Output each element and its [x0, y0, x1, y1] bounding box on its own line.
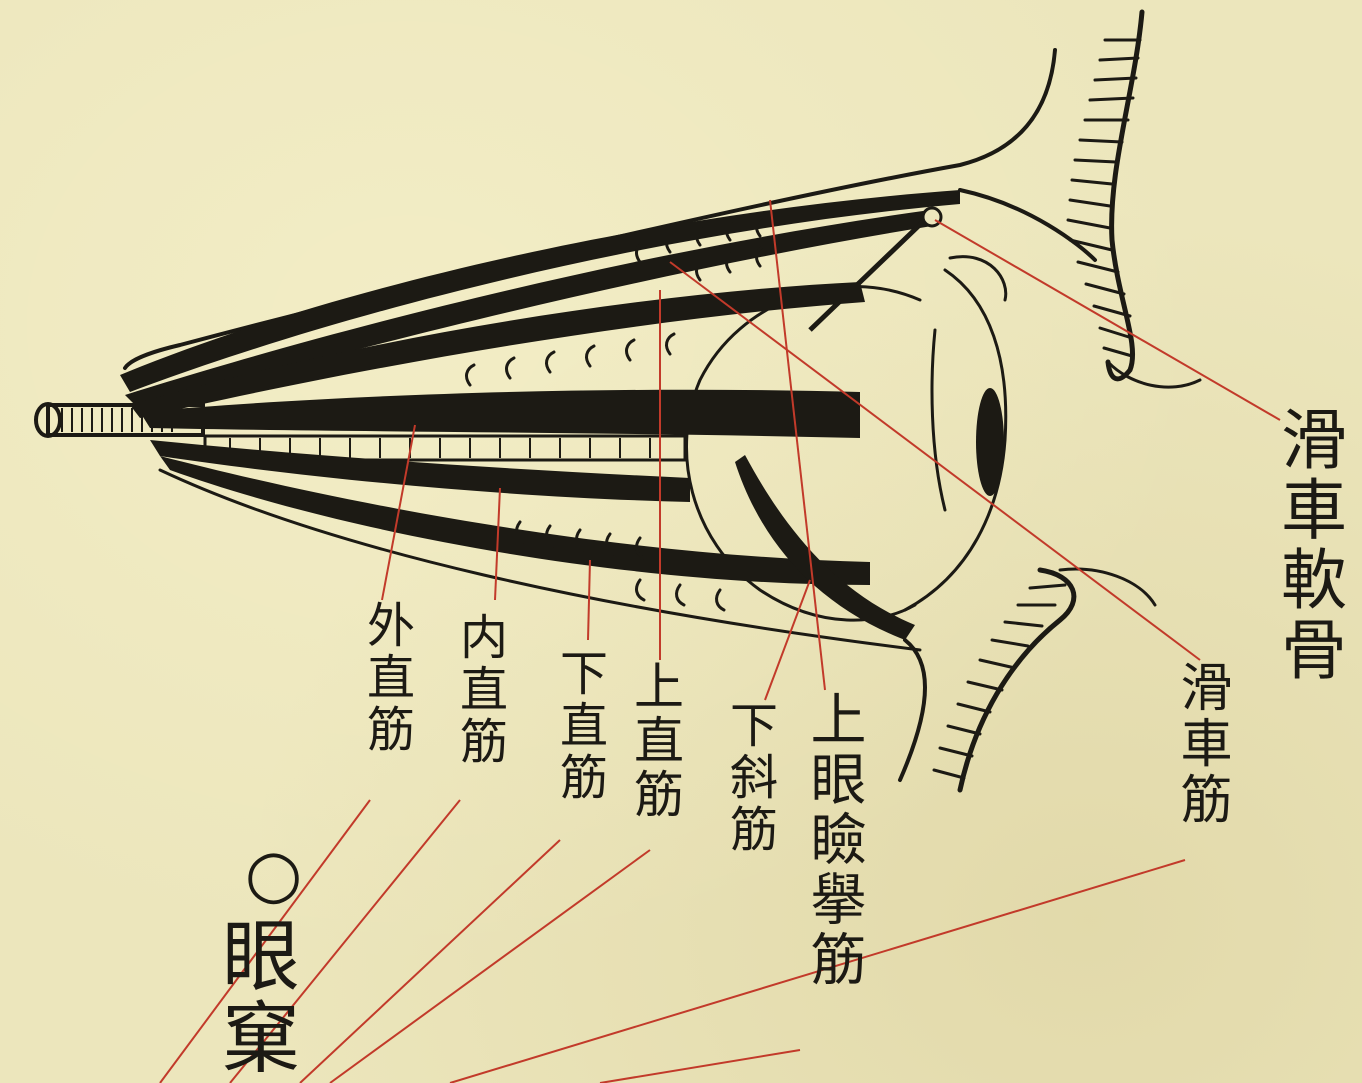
pupil: [976, 388, 1004, 496]
label-lateral-rectus: 外直筋: [362, 600, 410, 756]
lateral-rectus-bundle: [140, 390, 860, 438]
medial-rectus-bundle: [150, 440, 690, 502]
orbital-floor-bone: [900, 569, 1155, 790]
label-superior-rectus: 上直筋: [630, 660, 680, 822]
leader-levator: [770, 200, 825, 690]
label-trochlear-muscle: 滑車筋: [1175, 660, 1227, 828]
label-inferior-rectus: 下直筋: [555, 648, 603, 804]
label-inferior-oblique: 下斜筋: [725, 700, 773, 856]
inferior-oblique-bundle: [735, 455, 915, 640]
label-medial-rectus: 内直筋: [455, 612, 503, 768]
label-trochlear-cartilage: 滑車軟骨: [1275, 405, 1341, 685]
label-orbit: 眼窠: [215, 915, 293, 1079]
leader-trochlear-muscle: [670, 262, 1200, 660]
leader-inferior-rectus: [588, 560, 590, 640]
cheek-hatching: [934, 585, 1065, 778]
label-levator: 上眼瞼擧筋: [805, 690, 861, 990]
label-orbit-marker: ○: [240, 835, 306, 916]
